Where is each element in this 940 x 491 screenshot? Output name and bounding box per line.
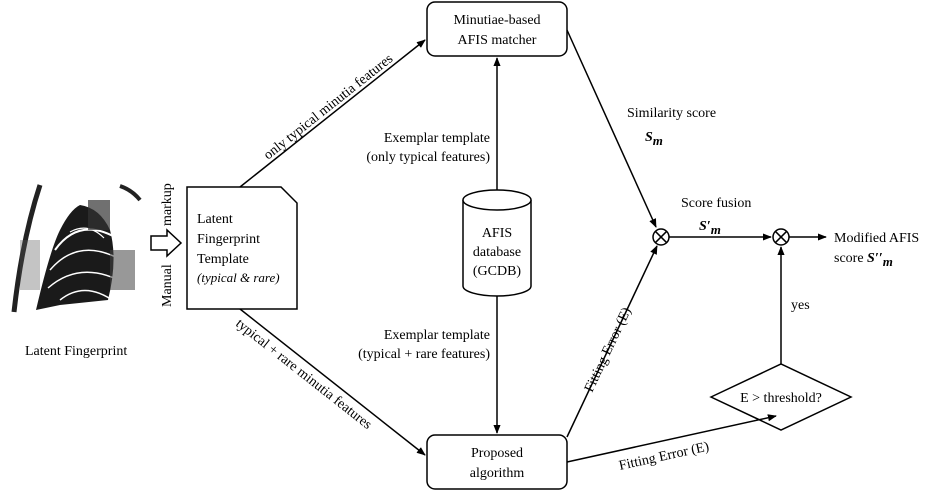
- proposed-line1: Proposed: [471, 446, 523, 461]
- latent-fingerprint-image: [8, 183, 142, 313]
- database-cylinder: [462, 189, 532, 297]
- exemplar-top-line2: (only typical features): [366, 150, 490, 165]
- afis-matcher-box: [426, 1, 568, 57]
- image-caption: Latent Fingerprint: [25, 344, 127, 359]
- fusion-node-1: [652, 228, 670, 246]
- template-to-proposed-arrow: [239, 308, 426, 456]
- proposed-to-decision-arrow: [566, 414, 777, 463]
- fitting-error-bottom: Fitting Error (E): [618, 439, 711, 473]
- database-line1: AFIS: [482, 226, 512, 241]
- yes-label: yes: [791, 298, 810, 313]
- similarity-symbol: Sm: [645, 130, 663, 148]
- exemplar-bottom-line1: Exemplar template: [384, 328, 490, 343]
- score-fusion-symbol: S′m: [699, 219, 721, 237]
- decision-diamond: [709, 363, 853, 431]
- template-line2: Fingerprint: [197, 232, 260, 247]
- exemplar-bottom-line2: (typical + rare features): [358, 347, 490, 362]
- template-line3: Template: [197, 252, 249, 267]
- markup-label: markup: [160, 183, 175, 226]
- decision-label: E > threshold?: [740, 391, 822, 406]
- fitting-error-vertical: Fitting Error (E): [582, 305, 635, 395]
- modified-line1: Modified AFIS: [834, 231, 919, 246]
- similarity-label: Similarity score: [627, 106, 716, 121]
- proposed-to-fusion-arrow: [566, 245, 658, 438]
- database-line2: database: [473, 245, 521, 260]
- database-line3: (GCDB): [473, 264, 522, 279]
- matcher-to-fusion-arrow: [566, 29, 657, 228]
- modified-line2: score S′′m: [834, 251, 893, 269]
- afis-matcher-line1: Minutiae-based: [453, 13, 540, 28]
- exemplar-top-line1: Exemplar template: [384, 131, 490, 146]
- template-to-matcher-arrow: [239, 39, 426, 188]
- manual-label: Manual: [160, 264, 175, 307]
- score-fusion-label: Score fusion: [681, 196, 751, 211]
- template-line1: Latent: [197, 212, 233, 227]
- template-subtitle: (typical & rare): [197, 270, 280, 285]
- template-document: [186, 186, 298, 310]
- proposed-line2: algorithm: [470, 466, 525, 481]
- afis-matcher-line2: AFIS matcher: [458, 33, 537, 48]
- edge-top-label: only typical minutia features: [261, 51, 396, 163]
- edge-bottom-label: typical + rare minutia features: [233, 316, 375, 432]
- manual-markup-arrow: [150, 228, 183, 258]
- fusion-node-2: [772, 228, 790, 246]
